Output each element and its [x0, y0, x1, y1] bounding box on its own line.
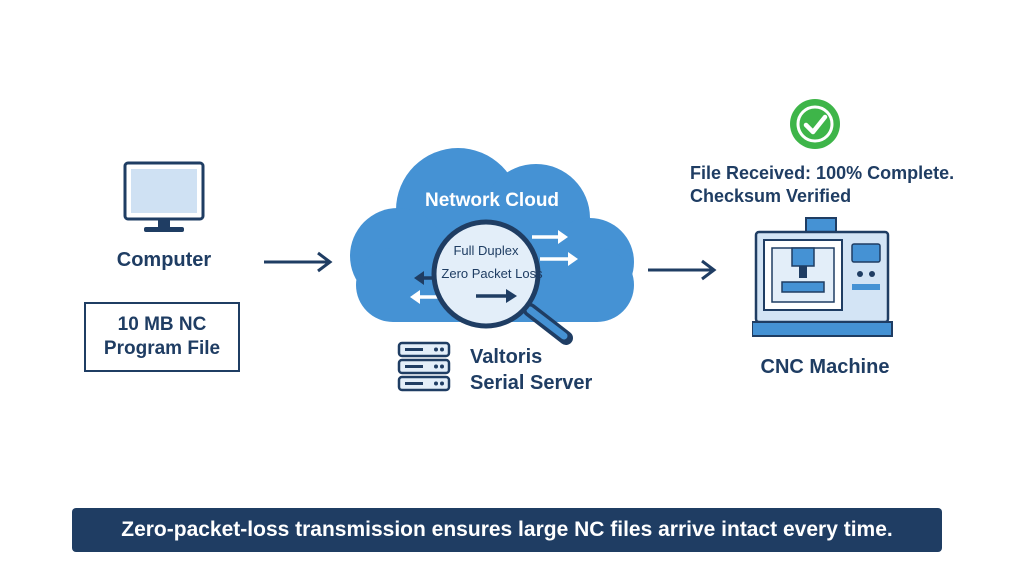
magnifier-icon	[431, 219, 573, 345]
flow-arrow-left-2	[410, 290, 440, 304]
feature-zero-packet-loss: Zero Packet Loss	[441, 266, 543, 281]
file-line-2: Program File	[103, 338, 221, 359]
summary-banner: Zero-packet-loss transmission ensures la…	[72, 508, 942, 552]
cnc-machine-icon	[752, 217, 893, 337]
flow-arrow-right-2	[540, 252, 578, 266]
checkmark-icon	[790, 99, 840, 149]
file-box: 10 MB NC Program File	[84, 302, 240, 372]
server-label: Valtoris Serial Server	[470, 344, 592, 396]
arrow-computer-to-cloud	[264, 251, 333, 273]
cnc-label: CNC Machine	[760, 356, 890, 378]
server-rack-icon	[397, 341, 451, 392]
status-line-1: File Received: 100% Complete.	[690, 163, 955, 183]
network-cloud: Network Cloud Full Duplex Zero Packet Lo…	[350, 148, 634, 345]
server-line-2: Serial Server	[470, 372, 593, 394]
computer-label: Computer	[116, 249, 212, 271]
status-text: File Received: 100% Complete. Checksum V…	[690, 162, 954, 209]
server-line-1: Valtoris	[470, 346, 543, 368]
status-line-2: Checksum Verified	[690, 186, 852, 207]
file-line-1: 10 MB NC	[117, 314, 207, 336]
arrow-cloud-to-cnc	[648, 259, 717, 281]
cloud-title: Network Cloud	[425, 190, 559, 211]
feature-full-duplex: Full Duplex	[453, 243, 519, 258]
summary-banner-text: Zero-packet-loss transmission ensures la…	[121, 518, 893, 541]
flow-arrow-right-1	[532, 230, 568, 244]
monitor-icon	[123, 161, 205, 232]
data-arrow-right	[476, 289, 517, 303]
